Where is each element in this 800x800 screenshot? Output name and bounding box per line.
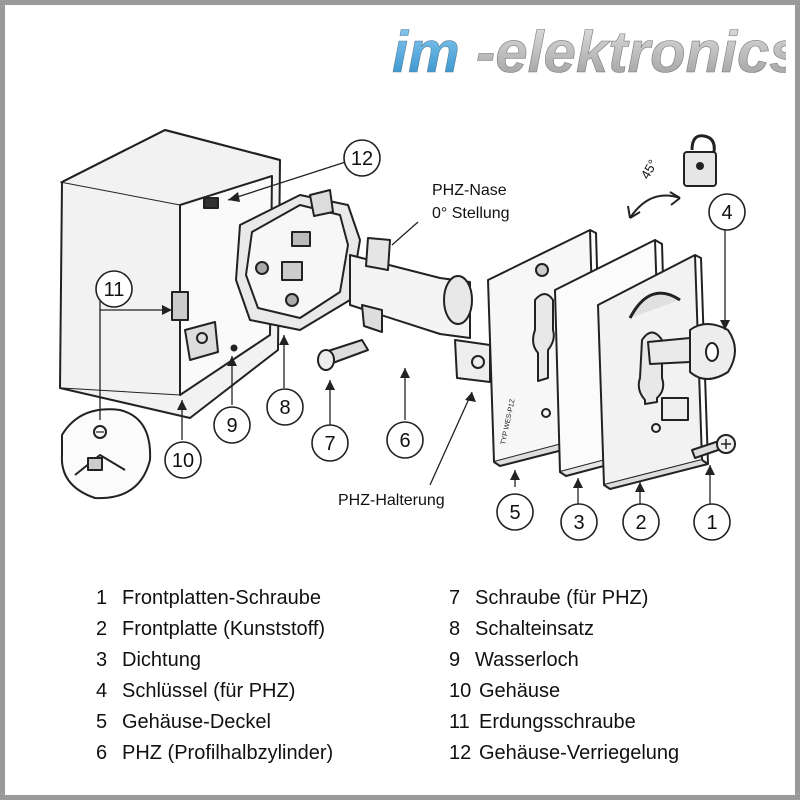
legend-text: Gehäuse	[479, 680, 561, 702]
callout-10: 10	[172, 450, 194, 472]
callout-circle-10	[164, 441, 202, 479]
padlock-icon	[683, 134, 717, 187]
legend-text: Gehäuse-Deckel	[122, 711, 271, 733]
legend-number: 6	[96, 742, 108, 764]
callout-circle-3	[560, 503, 598, 541]
legend-item: 12 Gehäuse-Verriegelung	[449, 740, 679, 766]
housing-drawing	[59, 129, 281, 419]
leader-arrowheads	[162, 192, 730, 492]
legend-text: Schalteinsatz	[475, 618, 594, 640]
callout-5: 5	[509, 502, 520, 524]
switch-insert-drawing	[235, 189, 361, 331]
legend-item: 8 Schalteinsatz	[449, 616, 594, 642]
legend-number: 10	[449, 680, 472, 702]
legend-number: 9	[449, 649, 461, 671]
callout-circle-5	[496, 493, 534, 531]
callout-circle-11	[95, 270, 133, 308]
brand-logo: im -elektronics	[392, 20, 786, 86]
front-plate-drawing	[597, 254, 709, 490]
legend-item: 9 Wasserloch	[449, 647, 579, 673]
callout-6: 6	[399, 430, 410, 452]
callout-circle-12	[343, 139, 381, 177]
label-phz-halterung: PHZ-Halterung	[338, 492, 445, 509]
label-rotation-angle: 45°	[638, 157, 661, 182]
legend-number: 11	[449, 711, 470, 733]
legend-number: 8	[449, 618, 461, 640]
label-phz-nase: PHZ-Nase	[432, 182, 507, 199]
legend-item: 6 PHZ (Profilhalbzylinder)	[96, 740, 333, 766]
logo-part-im: im	[392, 20, 460, 85]
legend-number: 2	[96, 618, 108, 640]
callout-1: 1	[706, 512, 717, 534]
legend-item: 3 Dichtung	[96, 647, 201, 673]
legend-text: Dichtung	[122, 649, 201, 671]
profile-cylinder-drawing	[349, 237, 491, 383]
callouts: 1 2 3 4 5 6 7 8 9 10 11 12	[95, 139, 746, 541]
callout-circle-7	[311, 424, 349, 462]
callout-circle-9	[213, 406, 251, 444]
legend-text: Erdungsschraube	[479, 711, 636, 733]
legend-number: 12	[449, 742, 472, 764]
legend-number: 3	[96, 649, 108, 671]
key-drawing	[647, 323, 736, 380]
legend-text: Schraube (für PHZ)	[475, 587, 649, 609]
legend-item: 2 Frontplatte (Kunststoff)	[96, 616, 325, 642]
legend-number: 1	[96, 587, 108, 609]
logo-part-elektronics: -elektronics	[476, 20, 786, 85]
callout-11: 11	[104, 279, 125, 301]
rotation-arrow-icon	[627, 191, 681, 219]
legend-item: 7 Schraube (für PHZ)	[449, 585, 648, 611]
legend-number: 7	[449, 587, 461, 609]
legend-number: 5	[96, 711, 108, 733]
legend-number: 4	[96, 680, 108, 702]
legend-text: Frontplatte (Kunststoff)	[122, 618, 326, 640]
legend-text: Frontplatten-Schraube	[122, 587, 322, 609]
callout-circle-6	[386, 421, 424, 459]
callout-12: 12	[351, 148, 373, 170]
callout-circle-1	[693, 503, 731, 541]
legend-text: PHZ (Profilhalbzylinder)	[122, 742, 334, 764]
front-plate-screw-drawing	[691, 434, 736, 459]
callout-7: 7	[324, 433, 335, 455]
callout-2: 2	[635, 512, 646, 534]
legend-text: Wasserloch	[475, 649, 579, 671]
callout-3: 3	[573, 512, 584, 534]
legend-item: 11 Erdungsschraube	[449, 709, 636, 735]
legend-text: Gehäuse-Verriegelung	[479, 742, 680, 764]
callout-9: 9	[226, 415, 237, 437]
legend-item: 5 Gehäuse-Deckel	[96, 709, 271, 735]
legend-item: 1 Frontplatten-Schraube	[96, 585, 321, 611]
legend-item: 10 Gehäuse	[449, 678, 560, 704]
label-phz-nase-angle: 0° Stellung	[432, 205, 510, 222]
callout-circle-8	[266, 388, 304, 426]
callout-circle-4	[708, 193, 746, 231]
callout-circle-2	[622, 503, 660, 541]
earthing-detail-inset	[60, 408, 152, 500]
phz-screw-drawing	[317, 339, 369, 371]
legend-item: 4 Schlüssel (für PHZ)	[96, 678, 295, 704]
callout-8: 8	[279, 397, 290, 419]
legend-text: Schlüssel (für PHZ)	[122, 680, 296, 702]
callout-4: 4	[721, 202, 732, 224]
exploded-view-diagram: TYP WES-P1Z	[59, 129, 746, 541]
